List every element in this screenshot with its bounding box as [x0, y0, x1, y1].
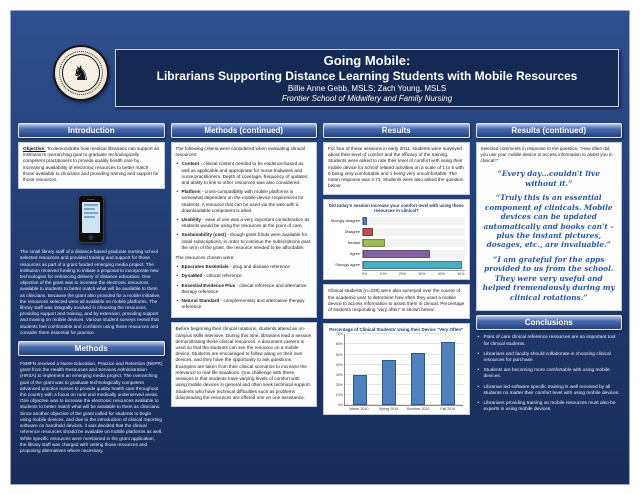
section-heading-methods: Methods: [18, 341, 165, 357]
poster-columns: Introduction Objective: To demonstrate h…: [11, 123, 629, 475]
results-paragraph-1-box: For four of these sessions in early 2011…: [323, 142, 470, 196]
survey-bar-row: Agree: [328, 248, 465, 259]
survey-bar-row: Strongly agree: [328, 259, 465, 270]
criteria-intro: The following criteria were considered w…: [175, 146, 305, 158]
poster-affiliation: Frontier School of Midwifery and Family …: [281, 94, 453, 103]
usage-chart: Percentage of Clinical Students' Using t…: [323, 323, 470, 416]
results-paragraph-2: Clinical students (n=228) were also surv…: [328, 288, 465, 313]
resource-item: Natural Standard - complementary and alt…: [176, 298, 313, 310]
title-box: Going Mobile: Librarians Supporting Dist…: [115, 49, 619, 107]
criteria-item: Usability - ease of use was a very impor…: [176, 217, 313, 229]
column-results-continued: Results (continued) Selected comments in…: [475, 123, 623, 475]
usage-bar: [411, 352, 426, 406]
section-heading-methods-continued: Methods (continued): [170, 123, 317, 138]
poster-authors: Billie Anne Gebb, MSLS; Zach Young, MSLS: [287, 84, 447, 93]
criteria-item: Sustainability (cost) - though grant fun…: [176, 232, 313, 251]
survey-bar: [363, 238, 386, 247]
quotes-list: “Every day…couldn't live without it.” “Tr…: [481, 169, 618, 302]
survey-bar-row: Disagree: [328, 226, 465, 237]
training-survey-chart-title: Did today's session increase your comfor…: [328, 203, 464, 214]
usage-bar: [440, 342, 455, 406]
usage-chart-plot: 0%10%20%30%40%50%60%70%: [336, 332, 463, 407]
criteria-item: Content - clinical content needed to be …: [176, 161, 313, 186]
conclusion-item: Librarians providing training on mobile …: [478, 401, 621, 413]
usage-bar: [352, 374, 367, 406]
survey-bar: [363, 260, 463, 269]
resources-list: Epocrates Essentials - drug and disease …: [176, 264, 313, 310]
smartphone-icon: [78, 195, 105, 244]
conclusions-list: Point of care clinical reference resourc…: [476, 334, 623, 418]
introduction-objective-box: Objective: To demonstrate how medical li…: [18, 142, 165, 190]
column-methods-continued: Methods (continued) The following criter…: [170, 123, 317, 475]
methods-body: FSMFN received a Nurse Education, Practi…: [20, 361, 163, 453]
column-results: Results For four of these sessions in ea…: [323, 123, 470, 475]
resources-intro: The resources chosen were:: [175, 255, 235, 261]
student-comments-box: Selected comments in response to the que…: [475, 142, 622, 312]
section-heading-introduction: Introduction: [18, 123, 165, 138]
criteria-item: Platform - cross-compatibility with mobi…: [176, 189, 313, 214]
training-survey-chart: Did today's session increase your comfor…: [323, 199, 470, 281]
phone-illustration: [18, 195, 165, 244]
section-heading-conclusions: Conclusions: [475, 315, 622, 331]
conclusion-item: Students are becoming more comfortable w…: [478, 368, 621, 380]
poster-subtitle: Librarians Supporting Distance Learning …: [156, 69, 578, 83]
usage-bar: [382, 359, 397, 406]
phone-screen: [82, 202, 101, 234]
resource-item: Essential Evidence Plus - clinical refer…: [176, 283, 313, 295]
student-quote: “Truly this is an essential component of…: [483, 193, 615, 250]
training-survey-xaxis: 0%10%20%30%40%50%: [362, 270, 465, 277]
survey-bar: [363, 249, 430, 258]
introduction-objective: Objective: To demonstrate how medical li…: [23, 146, 160, 183]
comments-intro: Selected comments in response to the que…: [480, 146, 613, 164]
evaluation-criteria-box: The following criteria were considered w…: [170, 142, 317, 319]
resource-item: Epocrates Essentials - drug and disease …: [176, 264, 313, 270]
introduction-body: The small library staff of a distance-ba…: [20, 249, 161, 335]
survey-bar-row: Neutral: [328, 237, 465, 248]
column-introduction: Introduction Objective: To demonstrate h…: [18, 123, 165, 475]
conclusion-item: Librarians and faculty should collaborat…: [478, 352, 621, 364]
usage-chart-grid: 0%10%20%30%40%50%60%70%: [336, 332, 463, 407]
results-paragraph-2-box: Clinical students (n=228) were also surv…: [323, 284, 470, 320]
results-paragraph-1: For four of these sessions in early 2011…: [328, 146, 464, 189]
survey-bar: [363, 227, 374, 236]
phone-speaker: [87, 198, 96, 201]
criteria-list: Content - clinical content needed to be …: [176, 161, 313, 251]
conclusion-item: Librarian led software specific training…: [478, 385, 621, 397]
poster-title: Going Mobile:: [323, 53, 411, 68]
phone-home-button: [88, 235, 94, 241]
student-quote: “Every day…couldn't live without it.”: [497, 169, 600, 188]
student-quote: “I am grateful for the apps provided to …: [482, 254, 615, 302]
survey-bar: [363, 216, 368, 225]
training-note: Before beginning their clinical rotation…: [175, 326, 312, 400]
poster-masthead: ♞ Going Mobile: Librarians Supporting Di…: [19, 45, 621, 107]
section-heading-results: Results: [323, 123, 470, 138]
survey-bar-row: Strongly disagree: [328, 215, 465, 226]
usage-chart-bars: [345, 334, 463, 406]
training-note-box: Before beginning their clinical rotation…: [170, 322, 317, 407]
objective-text: To demonstrate how medical librarians ca…: [23, 146, 160, 183]
section-heading-results-continued: Results (continued): [475, 123, 622, 138]
resource-item: DynaMed - clinical reference: [176, 273, 313, 279]
poster: ♞ Going Mobile: Librarians Supporting Di…: [10, 10, 630, 485]
conclusion-item: Point of care clinical reference resourc…: [478, 335, 621, 347]
seal-text-ring: [59, 51, 103, 95]
school-seal-logo: ♞: [53, 45, 109, 101]
objective-label: Objective:: [23, 146, 46, 151]
usage-chart-title: Percentage of Clinical Students' Using t…: [329, 327, 464, 333]
